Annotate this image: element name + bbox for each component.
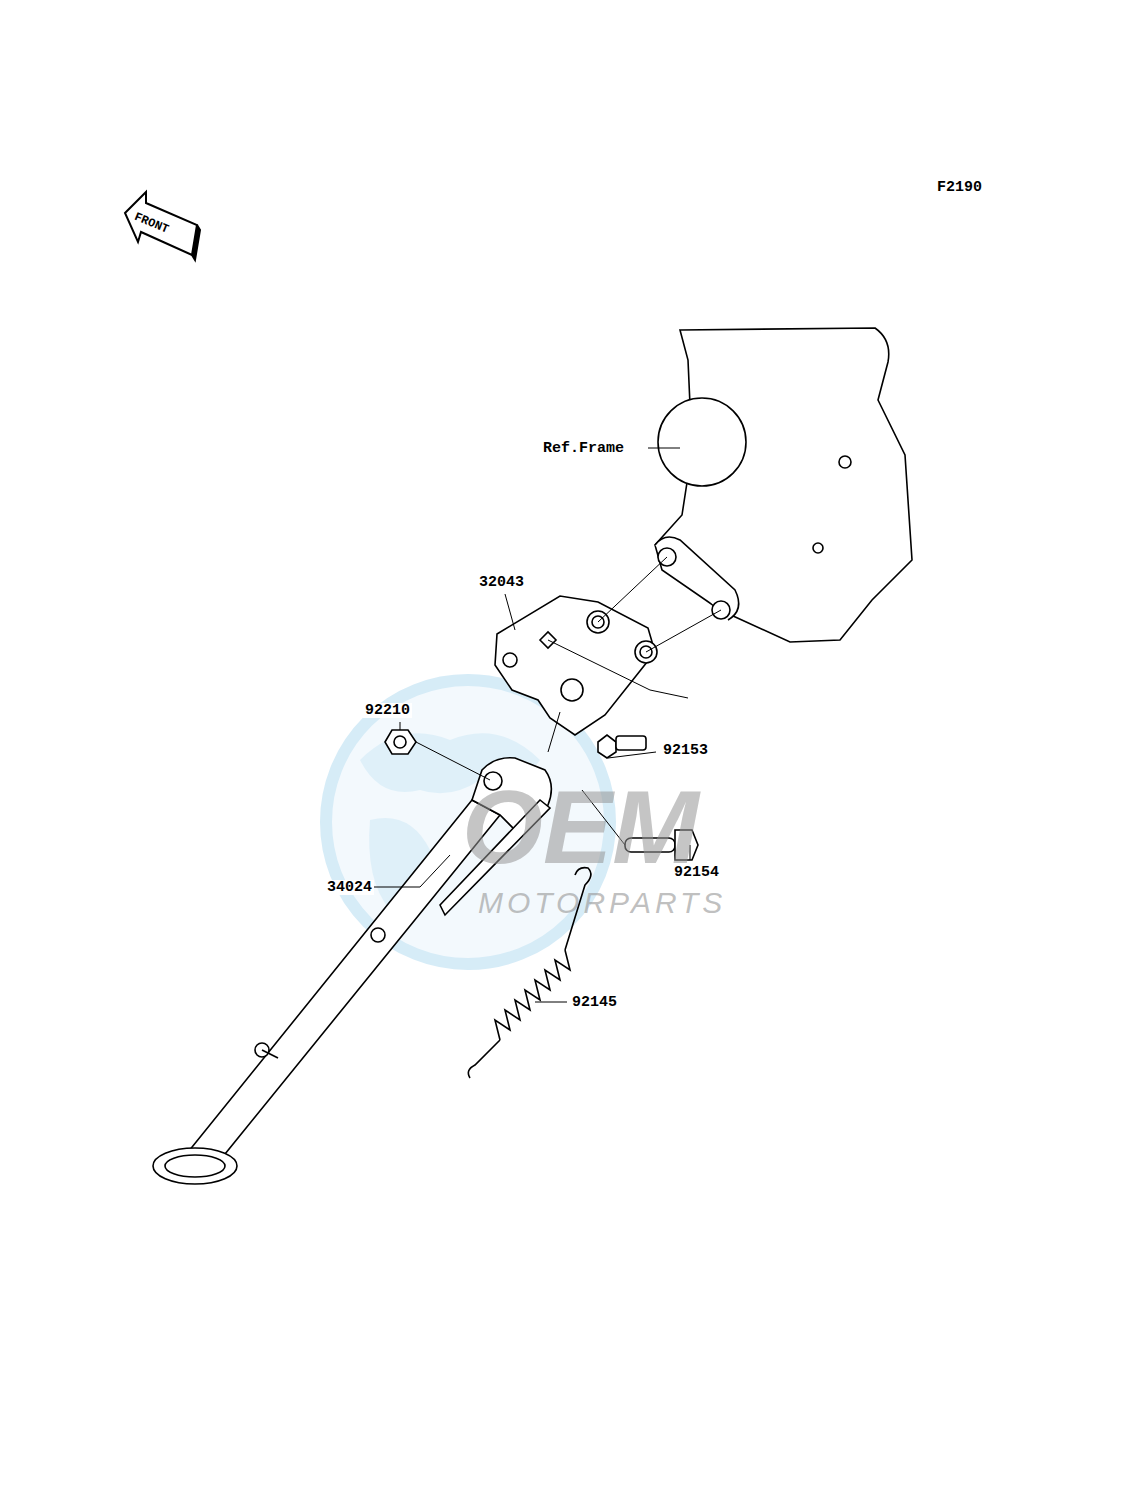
nut: [385, 730, 416, 754]
callout-number: 92153: [661, 743, 710, 758]
callout-number: 92210: [363, 703, 412, 718]
watermark: OEM: [462, 775, 699, 879]
stand-bracket: [495, 596, 657, 735]
callout-number: 32043: [477, 575, 526, 590]
watermark: MOTORPARTS: [478, 888, 726, 918]
front-arrow: [125, 192, 200, 260]
leader-line: [372, 448, 690, 1002]
reference-label: Ref.Frame: [541, 441, 626, 456]
alignment-line: [548, 557, 721, 752]
frame: [655, 328, 912, 642]
callout-number: 92145: [570, 995, 619, 1010]
figure-number: F2190: [937, 180, 982, 195]
callout-number: 34024: [325, 880, 374, 895]
